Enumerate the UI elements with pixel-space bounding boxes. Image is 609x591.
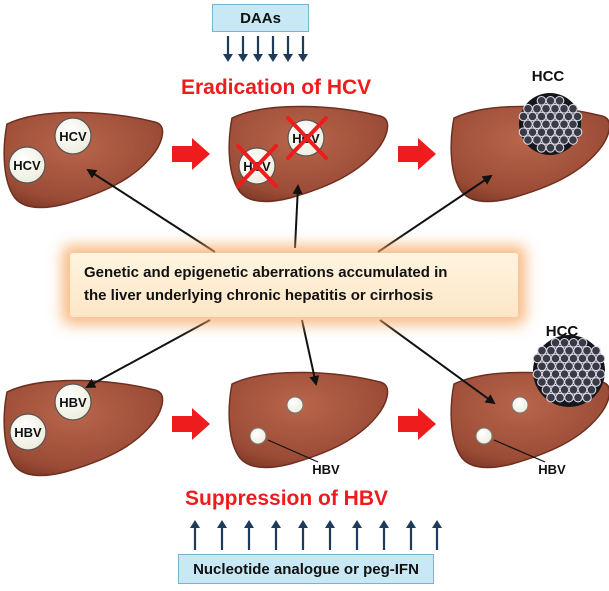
treatment-up-arrows [190, 520, 442, 550]
liver-hbv-suppressed [228, 371, 389, 469]
daas-label: DAAs [240, 9, 281, 27]
hbv-virus-2: HBV [9, 413, 47, 451]
hbv-residual-dot-4 [475, 427, 493, 445]
center-box-line-1: Genetic and epigenetic aberrations accum… [84, 264, 448, 281]
daas-treatment-box: DAAs [212, 4, 309, 32]
hbv-virus-1-label: HBV [59, 395, 87, 410]
black-arrow-to-hbv-chronic [85, 319, 211, 388]
hcc-tumor-top [518, 93, 583, 155]
hbv-residual-dot-1 [286, 396, 304, 414]
hbv-pointer-label-2: HBV [538, 462, 566, 477]
nucleotide-treatment-label: Nucleotide analogue or peg-IFN [193, 560, 419, 578]
hbv-residual-dot-2 [249, 427, 267, 445]
black-arrow-to-hbv-suppressed [301, 319, 320, 386]
center-box-line-2: the liver underlying chronic hepatitis o… [84, 287, 434, 304]
hbv-virus-2-label: HBV [14, 425, 42, 440]
hcv-virus-1-label: HCV [59, 129, 87, 144]
red-arrow-top-1 [172, 138, 210, 170]
black-arrow-to-hcv-chronic [86, 168, 216, 253]
red-arrow-bottom-2 [398, 408, 436, 440]
hcv-virus-eradicated-2: HCV [236, 144, 278, 188]
hcc-tumor-bottom [532, 335, 606, 407]
black-arrow-to-hcv-eradicated [292, 184, 303, 249]
hcv-virus-2: HCV [8, 146, 46, 184]
hbv-pointer-label-1: HBV [312, 462, 340, 477]
red-arrow-top-2 [398, 138, 436, 170]
daa-down-arrows [223, 36, 308, 62]
hcv-eradication-title: Eradication of HCV [181, 76, 372, 99]
hcv-virus-eradicated-1: HCV [286, 116, 328, 160]
hcc-label-top: HCC [532, 68, 565, 85]
hcv-virus-2-label: HCV [13, 158, 41, 173]
black-arrow-to-hcv-hcc [377, 174, 493, 253]
nucleotide-treatment-box: Nucleotide analogue or peg-IFN [178, 554, 434, 584]
hbv-virus-1: HBV [54, 383, 92, 421]
red-arrow-bottom-1 [172, 408, 210, 440]
hbv-pointer-line-2 [493, 439, 546, 463]
hcc-label-bottom: HCC [546, 323, 579, 340]
hbv-pointer-line-1 [267, 439, 319, 463]
hcv-virus-1: HCV [54, 117, 92, 155]
center-aberrations-box: Genetic and epigenetic aberrations accum… [70, 253, 518, 317]
black-arrow-to-hbv-hcc [379, 319, 496, 405]
hbv-residual-dot-3 [511, 396, 529, 414]
hbv-suppression-title: Suppression of HBV [185, 487, 389, 510]
